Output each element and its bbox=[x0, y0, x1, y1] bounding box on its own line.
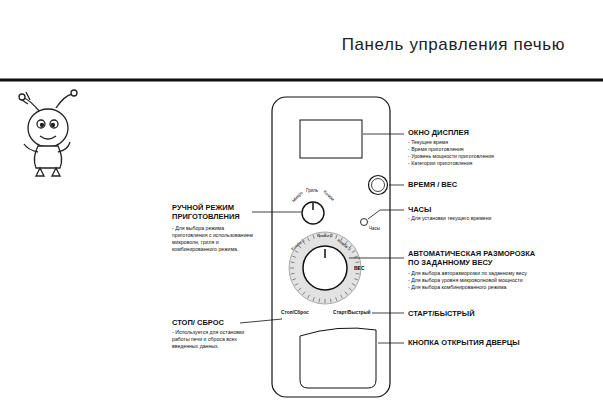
leader-lines bbox=[240, 134, 404, 343]
callout-note: - Для установки текущего времени bbox=[408, 215, 491, 222]
page-title: Панель управления печью bbox=[342, 35, 565, 55]
callout-heading: РУЧНОЙ РЕЖИМ ПРИГОТОВЛЕНИЯ bbox=[172, 203, 260, 221]
dial-label: Комби 2 bbox=[317, 233, 333, 239]
callout-note: - Текущее время bbox=[408, 139, 448, 146]
header-rule bbox=[0, 79, 603, 82]
callout-note: - Для выбора комбинированного режима bbox=[408, 284, 506, 291]
callout-note: - Время приготовления bbox=[408, 146, 464, 153]
callout-note: - Уровень мощности приготовления bbox=[408, 153, 494, 160]
callout-note: - Категории приготовления bbox=[408, 160, 472, 167]
callout-heading: ОКНО ДИСПЛЕЯ bbox=[408, 128, 469, 137]
callout-heading: ВРЕМЯ / ВЕС bbox=[408, 180, 457, 189]
callout-heading: СТАРТ/БЫСТРЫЙ bbox=[408, 309, 475, 318]
button-label: Часы bbox=[369, 226, 380, 232]
button-label: Стоп/Сброс bbox=[281, 310, 309, 316]
callout-note: - Для выбора уровня микроволновой мощнос… bbox=[408, 277, 523, 284]
control-panel bbox=[272, 97, 390, 397]
callout-heading: ЧАСЫ bbox=[408, 205, 431, 214]
callout-heading: КНОПКА ОТКРЫТИЯ ДВЕРЦЫ bbox=[408, 338, 520, 347]
callout-heading: СТОП/ СБРОС bbox=[172, 318, 224, 327]
button-label: Старт/Быстрый bbox=[333, 310, 371, 316]
callout-note: - Для выбора авторазморозки по заданному… bbox=[408, 270, 527, 277]
cartoon-character bbox=[19, 90, 77, 176]
callout-note: - Для выбора режима приготовления с испо… bbox=[172, 225, 258, 253]
callout-note: - Используется для остановки работы печи… bbox=[172, 329, 252, 350]
knob-label: Гриль bbox=[306, 188, 318, 194]
callout-heading: АВТОМАТИЧЕСКАЯ РАЗМОРОЗКА ПО ЗАДАННОМУ В… bbox=[408, 249, 548, 267]
dial-label: ВЕС bbox=[354, 265, 365, 271]
